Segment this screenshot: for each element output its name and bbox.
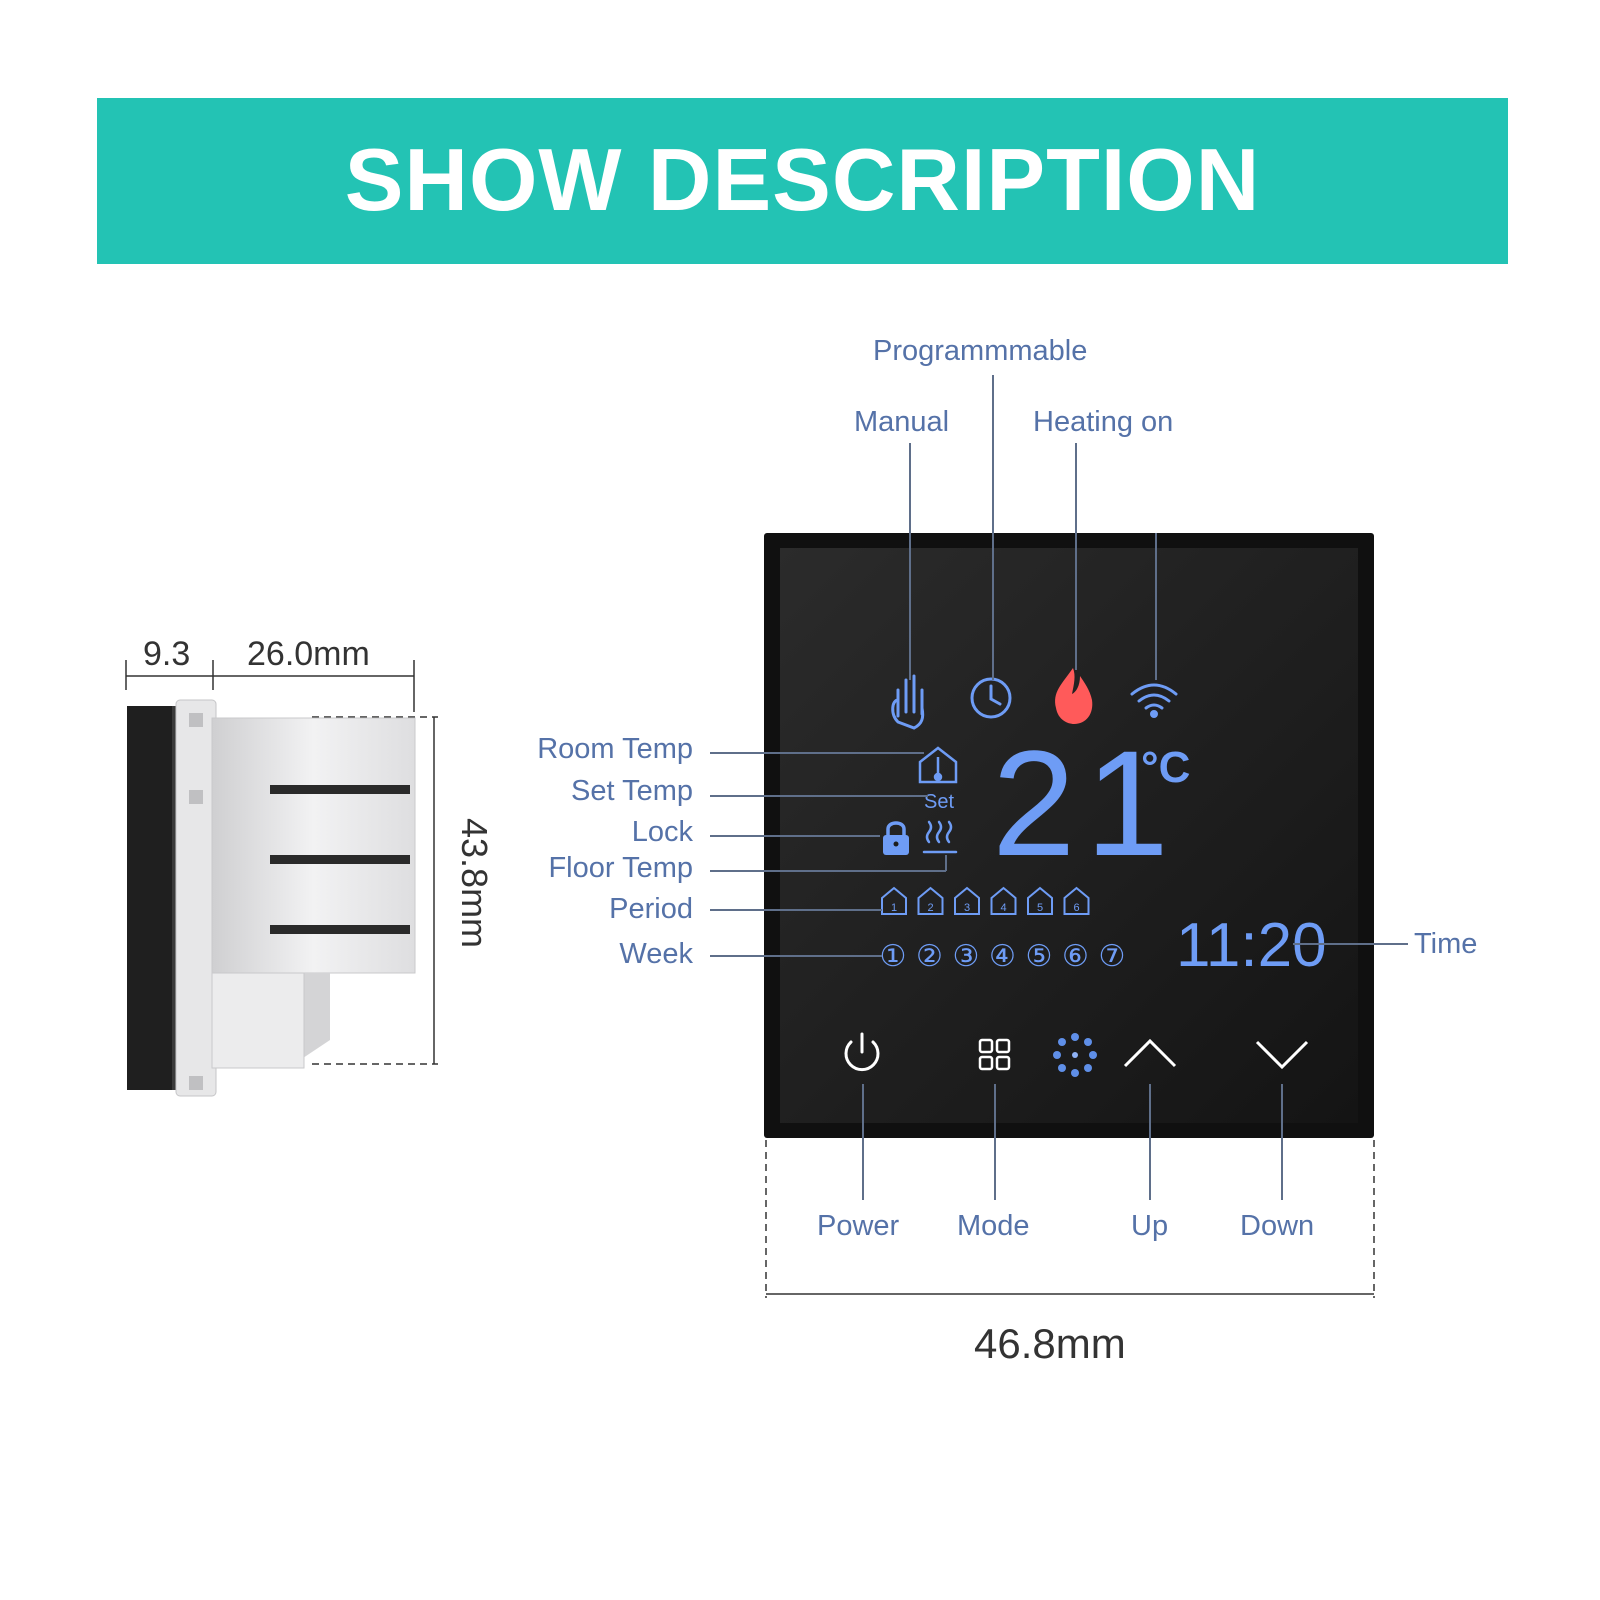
wifi-icon	[1130, 683, 1178, 718]
week-day-icon: ⑥	[1062, 940, 1089, 973]
week-day-icon: ②	[916, 940, 943, 973]
label-up: Up	[1131, 1210, 1168, 1242]
week-day-icon: ④	[989, 940, 1016, 973]
label-lock: Lock	[632, 816, 694, 848]
dim-width: 46.8mm	[974, 1320, 1126, 1367]
period-number: 3	[964, 902, 970, 914]
label-period: Period	[609, 893, 693, 925]
week-day-icon: ③	[953, 940, 980, 973]
period-icon: 4	[990, 886, 1017, 915]
period-number: 1	[891, 902, 897, 914]
lock-icon	[883, 821, 909, 855]
up-chevron-icon[interactable]	[1123, 1038, 1177, 1068]
flame-icon	[1055, 668, 1093, 724]
week-day-icon: ①	[880, 940, 907, 973]
label-power: Power	[817, 1210, 900, 1242]
label-floor-temp: Floor Temp	[548, 852, 693, 884]
front-panel	[764, 533, 1374, 1138]
label-programmable: Programmmable	[873, 335, 1087, 367]
period-icon: 6	[1063, 886, 1090, 915]
period-icon: 3	[954, 886, 980, 915]
label-time: Time	[1414, 928, 1477, 960]
callout-lines	[710, 375, 1408, 1200]
power-icon[interactable]	[844, 1032, 880, 1072]
mode-grid-icon[interactable]	[978, 1038, 1011, 1071]
dim-height: 43.8mm	[454, 818, 495, 948]
temperature-readout: 21	[992, 719, 1179, 887]
dot-ring-icon	[1053, 1033, 1097, 1077]
label-manual: Manual	[854, 406, 949, 438]
period-number: 4	[1001, 902, 1007, 914]
period-number: 2	[928, 902, 934, 914]
title-banner: SHOW DESCRIPTION	[97, 98, 1508, 264]
set-label: Set	[924, 791, 954, 813]
hand-icon	[891, 674, 925, 730]
clock-readout: 11:20	[1176, 911, 1327, 980]
period-icon: 1	[881, 886, 907, 915]
period-number: 5	[1037, 902, 1043, 914]
label-room-temp: Room Temp	[537, 733, 693, 765]
dim-front-thickness: 9.3	[143, 635, 190, 673]
clock-icon	[970, 677, 1012, 719]
down-chevron-icon[interactable]	[1255, 1040, 1309, 1070]
label-mode: Mode	[957, 1210, 1030, 1242]
floor-heat-icon	[922, 820, 958, 854]
period-number: 6	[1074, 902, 1080, 914]
label-week: Week	[619, 938, 693, 970]
week-day-icon: ⑤	[1026, 940, 1053, 973]
width-dimension-lines	[765, 1140, 1375, 1298]
period-icons: 1 2 3 4 5 6	[881, 886, 1090, 915]
callout-labels: Programmmable Manual Heating on Room Tem…	[537, 335, 1477, 1242]
period-icon: 2	[917, 886, 944, 915]
label-down: Down	[1240, 1210, 1314, 1242]
side-view: 9.3 26.0mm 43.8mm	[125, 635, 495, 1097]
temperature-unit: °C	[1141, 743, 1190, 792]
label-heating-on: Heating on	[1033, 406, 1173, 438]
dim-depth: 26.0mm	[247, 635, 370, 673]
side-housing	[175, 699, 416, 1097]
period-icon: 5	[1027, 886, 1053, 915]
side-dimension-lines	[125, 660, 438, 1065]
label-set-temp: Set Temp	[571, 775, 693, 807]
banner-title: SHOW DESCRIPTION	[344, 130, 1261, 229]
house-thermometer-icon	[918, 746, 958, 784]
week-day-icon: ⑦	[1099, 940, 1126, 973]
